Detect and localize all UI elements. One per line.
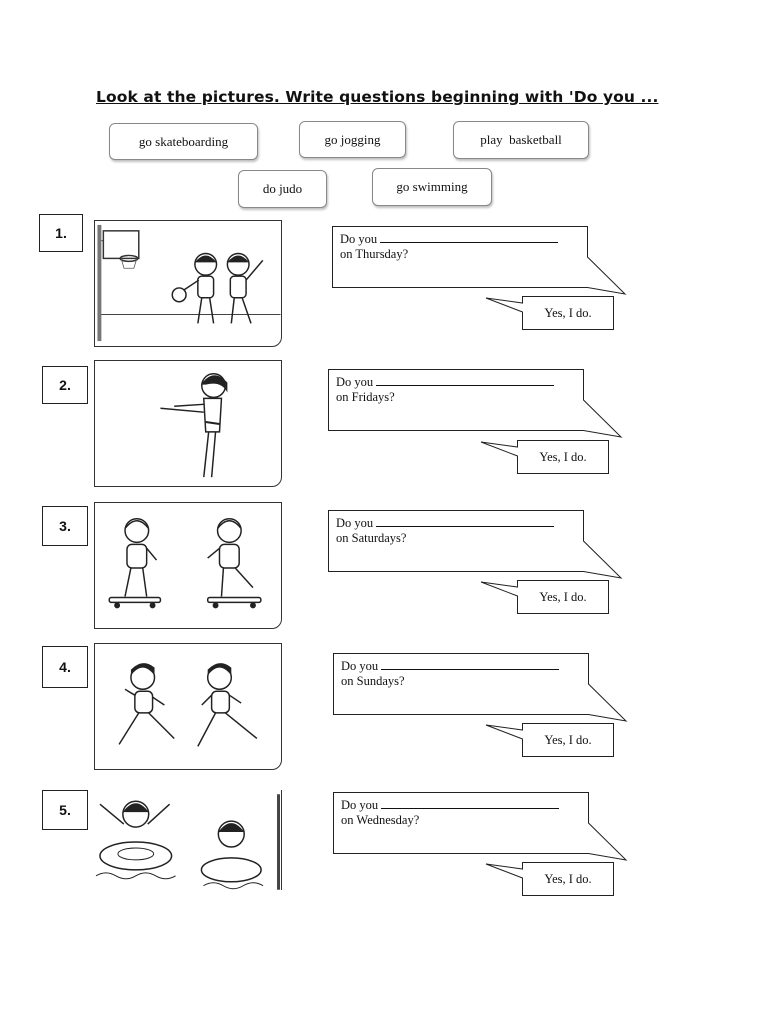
- item-number-3: 3.: [42, 506, 88, 546]
- item-number-5: 5.: [42, 790, 88, 830]
- word-bank-go-swimming: go swimming: [372, 168, 492, 206]
- word-bank-do-judo: do judo: [238, 170, 327, 208]
- children-skateboarding-icon: [108, 518, 262, 609]
- answer-bubble-4: Yes, I do.: [485, 723, 614, 757]
- answer-blank-2[interactable]: [376, 374, 555, 386]
- item-number-4: 4.: [42, 646, 88, 688]
- item-number-2: 2.: [42, 366, 88, 404]
- children-playing-basketball-icon: [97, 224, 281, 342]
- word-bank-play-basketball: play basketball: [453, 121, 589, 159]
- picture-1: [94, 220, 282, 347]
- word-bank-go-skateboarding: go skateboarding: [109, 123, 258, 160]
- answer-bubble-2: Yes, I do.: [480, 440, 609, 474]
- answer-blank-4[interactable]: [381, 658, 560, 670]
- question-bubble-3: Do you on Saturdays?: [328, 510, 623, 579]
- children-swimming-icon: [95, 794, 281, 890]
- word-bank-go-jogging: go jogging: [299, 121, 406, 158]
- answer-bubble-1: Yes, I do.: [485, 296, 614, 330]
- answer-bubble-3: Yes, I do.: [480, 580, 609, 614]
- item-number-1: 1.: [39, 214, 83, 252]
- picture-3: [94, 502, 282, 629]
- question-bubble-1: Do you on Thursday?: [332, 226, 627, 295]
- answer-bubble-5: Yes, I do.: [485, 862, 614, 896]
- answer-blank-1[interactable]: [380, 231, 559, 243]
- answer-blank-3[interactable]: [376, 515, 555, 527]
- question-bubble-4: Do you on Sundays?: [333, 653, 628, 722]
- picture-5: [94, 790, 282, 890]
- picture-2: [94, 360, 282, 487]
- worksheet-title: Look at the pictures. Write questions be…: [96, 88, 659, 106]
- answer-blank-5[interactable]: [381, 797, 560, 809]
- question-bubble-2: Do you on Fridays?: [328, 369, 623, 438]
- girl-doing-judo-kick-icon: [160, 373, 228, 478]
- children-jogging-icon: [118, 663, 258, 747]
- picture-4: [94, 643, 282, 770]
- question-bubble-5: Do you on Wednesday?: [333, 792, 628, 861]
